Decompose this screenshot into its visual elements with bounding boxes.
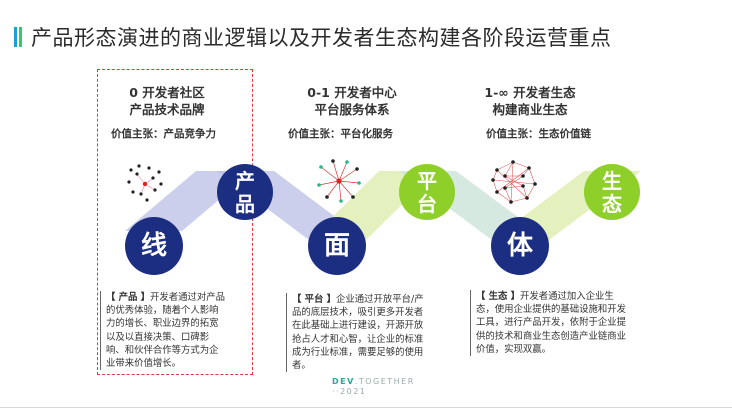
stage-3-heading-line2: 构建商业生态: [492, 102, 568, 117]
circle-platform-char-1: 平: [417, 168, 437, 193]
stage-2-description: 【 平台 】企业通过开放平台/产品的底层技术，吸引更多开发者在此基础上进行建设，…: [286, 293, 432, 373]
circle-product-char-2: 品: [235, 191, 255, 216]
circle-product: 产 品: [217, 164, 273, 220]
circle-line-char: 线: [140, 231, 167, 261]
stage-3-description: 【 生态 】开发者通过加入企业生态，使用企业提供的基础设施和开发工具，进行产品开…: [470, 290, 630, 357]
stage-1-description-text: 开发者通过对产品的优秀体验，随着个人影响力的增长、职业边界的拓宽以及以直接决策、…: [106, 292, 226, 370]
network-sparse-icon: [127, 164, 163, 202]
title-accent-bar-green: [19, 27, 22, 47]
stage-3-heading-line1: 1-∞ 开发者生态: [484, 85, 576, 100]
stage-3-description-text: 开发者通过加入企业生态，使用企业提供的基础设施和开发工具，进行产品开发，依附于企…: [476, 291, 627, 355]
stage-3-claim: 价值主张：生态价值链: [486, 128, 591, 140]
page-title: 产品形态演进的商业逻辑以及开发者生态构建各阶段运营重点: [31, 26, 612, 50]
circle-surface: 面: [308, 217, 366, 275]
stage-1-heading-line1: 0 开发者社区: [129, 85, 205, 100]
footer-logo: DEV.TOGETHER ··2021: [332, 377, 415, 397]
stage-3-heading: 1-∞ 开发者生态 构建商业生态: [470, 84, 590, 118]
stage-2-claim: 价值主张：平台化服务: [288, 128, 393, 140]
circle-platform-char-2: 台: [417, 191, 437, 216]
stage-2-description-tag: 【 平台 】: [292, 294, 337, 305]
circle-platform: 平 台: [399, 164, 455, 220]
footer-logo-together: .TOGETHER: [354, 377, 415, 386]
circle-body-char: 体: [506, 231, 533, 261]
circle-body: 体: [491, 217, 549, 275]
stage-1-description-tag: 【 产品 】: [106, 292, 151, 303]
network-star-icon: [317, 159, 361, 203]
stage-1-description: 【 产品 】开发者通过对产品的优秀体验，随着个人影响力的增长、职业边界的拓宽以及…: [100, 291, 226, 371]
circle-line: 线: [125, 217, 183, 275]
footer-logo-dev: DEV: [332, 377, 355, 386]
stage-1-claim: 价值主张：产品竞争力: [111, 128, 216, 140]
title-accent-bar-blue: [14, 27, 17, 47]
footer-logo-year: ··2021: [332, 387, 367, 396]
network-mesh-icon: [491, 160, 537, 204]
stage-2-heading-line1: 0-1 开发者中心: [307, 85, 397, 100]
stage-2-description-text: 企业通过开放平台/产品的底层技术，吸引更多开发者在此基础上进行建设，开源开放抢占…: [292, 294, 424, 372]
circle-ecosystem-char-1: 生: [602, 168, 622, 193]
stage-2-heading-line2: 平台服务体系: [314, 102, 390, 117]
circle-ecosystem-char-2: 态: [602, 191, 622, 216]
stage-2-heading: 0-1 开发者中心 平台服务体系: [292, 84, 412, 118]
bottom-divider: [0, 407, 732, 408]
stage-3-description-tag: 【 生态 】: [476, 291, 521, 302]
circle-product-char-1: 产: [235, 168, 255, 193]
stage-1-heading-line2: 产品技术品牌: [129, 102, 205, 117]
stage-1-highlight-box: [97, 69, 253, 375]
stage-1-heading: 0 开发者社区 产品技术品牌: [112, 84, 222, 118]
circle-surface-char: 面: [323, 231, 350, 261]
circle-ecosystem: 生 态: [584, 164, 640, 220]
